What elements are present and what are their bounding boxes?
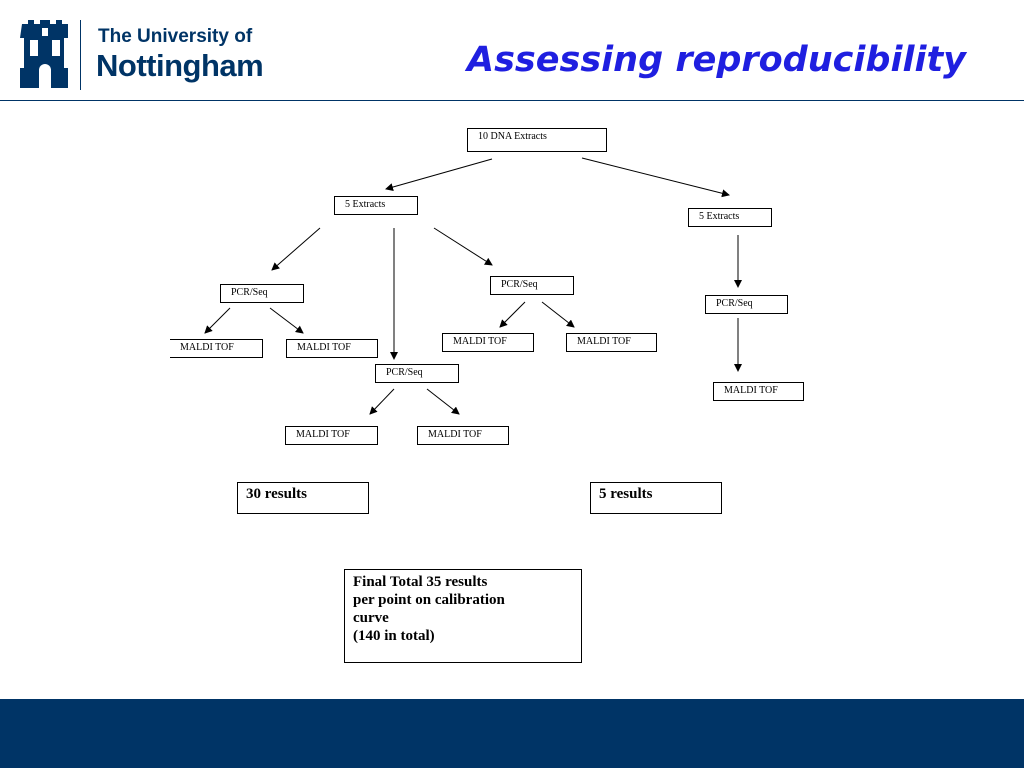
box-maldi-tof-b2: MALDI TOF: [566, 333, 657, 352]
arrow-root-left: [385, 158, 493, 191]
box-left-5-extracts: 5 Extracts: [334, 196, 418, 215]
box-maldi-tof-a2: MALDI TOF: [286, 339, 378, 358]
arrow-root-right: [581, 157, 730, 198]
castle-crest-icon: [20, 20, 68, 88]
arrow-pcr-c-maldi-2: [426, 388, 460, 415]
box-maldi-tof-a1: MALDI TOF: [170, 339, 263, 358]
box-pcr-seq-a: PCR/Seq: [220, 284, 304, 303]
university-logo: [18, 18, 278, 92]
box-maldi-tof-b1: MALDI TOF: [442, 333, 534, 352]
arrow-pcr-b-maldi-1: [499, 301, 526, 328]
box-pcr-seq-b: PCR/Seq: [490, 276, 574, 295]
box-maldi-tof-d1: MALDI TOF: [713, 382, 804, 401]
box-maldi-tof-c2: MALDI TOF: [417, 426, 509, 445]
box-pcr-seq-d: PCR/Seq: [705, 295, 788, 314]
footer-bar: [0, 699, 1024, 768]
final-total-line-3: curve: [353, 610, 389, 626]
box-pcr-seq-c: PCR/Seq: [375, 364, 459, 383]
arrow-pcr-a-maldi-2: [269, 307, 304, 334]
arrow-left-pcr-a: [271, 227, 321, 271]
box-right-5-extracts: 5 Extracts: [688, 208, 772, 227]
slide-title: Assessing reproducibility: [467, 40, 966, 80]
logo-divider: [80, 20, 81, 90]
box-30-results: 30 results: [237, 482, 369, 514]
arrow-left-pcr-b: [433, 227, 493, 266]
box-maldi-tof-c1: MALDI TOF: [285, 426, 378, 445]
logo-text-line2: Nottingham: [96, 48, 264, 83]
arrow-pcr-b-maldi-2: [541, 301, 575, 328]
header-rule: [0, 100, 1024, 101]
final-total-line-4: (140 in total): [353, 628, 435, 644]
arrow-pcr-a-maldi-1: [204, 307, 231, 334]
box-final-total: Final Total 35 results per point on cali…: [344, 569, 582, 663]
box-5-results: 5 results: [590, 482, 722, 514]
final-total-line-1: Final Total 35 results: [353, 574, 488, 590]
box-10-dna-extracts: 10 DNA Extracts: [467, 128, 607, 152]
logo-text-line1: The University of: [98, 26, 253, 47]
final-total-line-2: per point on calibration: [353, 592, 505, 608]
arrow-pcr-c-maldi-1: [369, 388, 395, 415]
